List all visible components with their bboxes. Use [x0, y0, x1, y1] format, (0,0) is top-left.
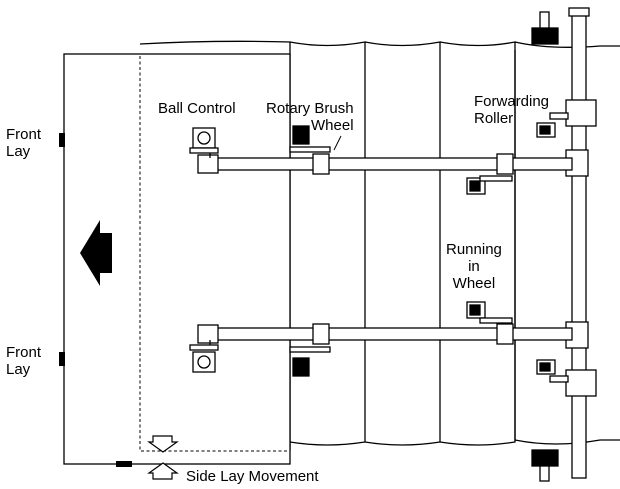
front-lay-stop-top [59, 133, 65, 147]
forwarding-roller-lower-hub [539, 362, 551, 372]
label-side-lay-movement: Side Lay Movement [186, 468, 319, 485]
label-front-lay-top: Front Lay [6, 126, 42, 160]
forwarding-roller-lower-arm [549, 375, 569, 383]
upper-rail-clamp-right [496, 153, 514, 175]
ball-control-lower-ball-icon [197, 355, 211, 369]
sheet-back-1 [289, 41, 366, 446]
side-lay-arrow-up-icon [147, 462, 179, 480]
sheet-back-3 [439, 41, 516, 446]
label-rotary-brush-wheel: Rotary Brush Wheel [266, 100, 354, 134]
bottom-knurled-block [531, 449, 559, 467]
forwarding-roller-upper-hub [539, 125, 551, 135]
sheet-back-0 [139, 40, 291, 450]
vertical-shaft [571, 13, 587, 479]
ball-control-lower-bracket [189, 344, 219, 351]
running-wheel-lower-hub [469, 304, 481, 316]
side-lay-arrow-down-icon [147, 435, 179, 453]
label-running-in-wheel: Running in Wheel [446, 241, 502, 292]
brush-wheel-leader [333, 135, 342, 151]
side-lay-stop [116, 461, 132, 467]
forwarding-roller-upper-arm [549, 112, 569, 120]
brush-wheel-upper [292, 125, 310, 145]
brush-wheel-upper-mount [289, 146, 331, 153]
front-lay-stop-bottom [59, 352, 65, 366]
lower-rail-clamp-left [312, 323, 330, 345]
ball-control-upper-ball-icon [197, 131, 211, 145]
lower-rail-clamp-right [496, 323, 514, 345]
lower-rail-end [197, 324, 219, 344]
shaft-clamp-lower [565, 369, 597, 397]
feed-direction-arrow-icon [80, 220, 112, 286]
label-front-lay-bottom: Front Lay [6, 344, 42, 378]
upper-rail [199, 157, 573, 171]
ball-control-upper-bracket [189, 147, 219, 154]
running-wheel-upper-hub [469, 180, 481, 192]
sheet-back-4 [514, 50, 601, 445]
top-knurled-block [531, 27, 559, 45]
label-forwarding-roller: Forwarding Roller [474, 93, 550, 127]
upper-rail-end [197, 154, 219, 174]
sheet-back-2 [364, 41, 441, 446]
running-wheel-upper-arm [479, 175, 513, 182]
upper-rail-clamp-left [312, 153, 330, 175]
brush-wheel-lower-mount [289, 346, 331, 353]
side-lay-outline [139, 53, 291, 452]
running-wheel-lower-arm [479, 317, 513, 324]
lower-rail [199, 327, 573, 341]
brush-wheel-lower [292, 357, 310, 377]
label-ball-control: Ball Control [158, 100, 236, 117]
shaft-clamp-upper [565, 99, 597, 127]
sheet-top-edge-right [514, 41, 620, 48]
vertical-shaft-cap [568, 7, 590, 17]
